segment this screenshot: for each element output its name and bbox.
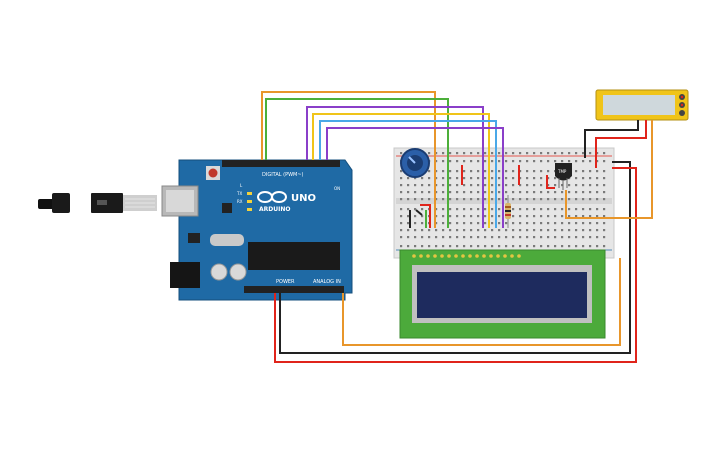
sensor-label: TMP: [557, 169, 567, 174]
temperature-sensor[interactable]: TMP: [555, 163, 572, 190]
power-jack: [170, 262, 200, 288]
wire-red-meter[interactable]: [595, 120, 647, 168]
digital-label: DIGITAL (PWM~): [262, 172, 304, 178]
wire-orange-analog[interactable]: [342, 258, 621, 346]
usb-cable[interactable]: [38, 193, 157, 213]
wire-purple-2[interactable]: [326, 127, 504, 228]
l-led-label: L: [240, 183, 243, 188]
resistor[interactable]: [505, 195, 511, 228]
atmega-chip: [248, 242, 340, 270]
wire-orange-top[interactable]: [261, 91, 436, 228]
wire-black-ground[interactable]: [279, 161, 631, 354]
power-label: POWER: [276, 279, 295, 285]
wire-black-meter[interactable]: [584, 120, 639, 158]
wire-red-sensor[interactable]: [546, 175, 555, 189]
wires: [261, 91, 653, 363]
lcd-pins: [412, 254, 521, 258]
wire-black-bb-2[interactable]: [415, 209, 423, 216]
digital-header: [222, 160, 340, 167]
wire-red-power[interactable]: [274, 167, 637, 363]
wire-green-top[interactable]: [265, 98, 449, 228]
wire-yellow[interactable]: [312, 113, 490, 228]
potentiometer[interactable]: [400, 148, 430, 178]
on-led-label: ON: [334, 186, 340, 191]
tx-label: TX: [236, 191, 242, 196]
wire-purple-1[interactable]: [306, 106, 484, 228]
power-analog-header: [244, 286, 344, 293]
wire-blue[interactable]: [319, 120, 497, 228]
wire-orange-meter[interactable]: [565, 120, 653, 219]
analog-label: ANALOG IN: [313, 279, 341, 285]
lcd-screen: [417, 272, 587, 318]
multimeter[interactable]: [595, 89, 689, 121]
arduino-logo: [257, 191, 287, 203]
wire-red-bb-3[interactable]: [420, 204, 431, 228]
model-label: UNO: [291, 193, 316, 204]
arduino-uno-board[interactable]: ARDUINO UNO DIGITAL (PWM~) POWER ANALOG …: [161, 159, 353, 301]
rx-label: RX: [237, 199, 243, 204]
brand-label: ARDUINO: [259, 206, 290, 213]
lcd-display[interactable]: [399, 249, 606, 339]
